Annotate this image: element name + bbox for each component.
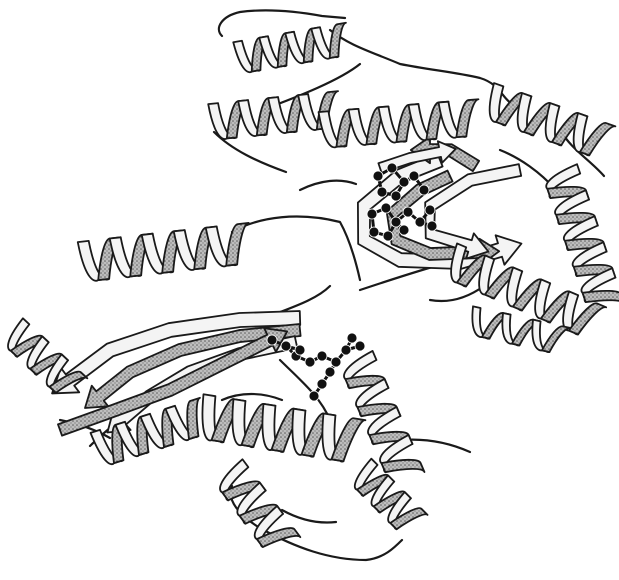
ligand-atom: [355, 341, 365, 351]
alpha-helix: [319, 99, 479, 147]
ligand-atom: [391, 191, 401, 201]
helix-turn-back: [583, 291, 619, 304]
ligand-atom: [387, 163, 397, 173]
ligand-atom: [317, 379, 327, 389]
ligand-atom: [381, 203, 391, 213]
helix-turn-back: [542, 326, 571, 352]
ligand-atom: [347, 333, 357, 343]
ligand-atom: [309, 391, 319, 401]
helix-turn-back: [381, 460, 424, 472]
ligand-atom: [295, 345, 305, 355]
coil-segment: [232, 217, 360, 280]
alpha-helix: [220, 459, 300, 547]
ligand-atom: [427, 221, 437, 231]
ligand-atom: [403, 207, 413, 217]
helix-turn-back: [226, 223, 248, 266]
coil-segment: [300, 181, 356, 190]
helix-turn-back: [456, 99, 478, 137]
ligand-atom: [409, 171, 419, 181]
ligand-atom: [317, 351, 327, 361]
alpha-helix: [344, 351, 424, 472]
coil-segment: [282, 510, 336, 523]
alpha-helix: [490, 83, 616, 155]
ligand-atom: [305, 357, 315, 367]
ligand-atom: [377, 187, 387, 197]
ligand-atom: [281, 341, 291, 351]
ligand-atom: [399, 225, 409, 235]
alpha-helix: [546, 164, 619, 303]
alpha-helix: [202, 394, 365, 461]
ligand-atom: [331, 357, 341, 367]
coil-segment: [219, 10, 345, 36]
ligand-atom: [391, 217, 401, 227]
ligand-atom: [325, 367, 335, 377]
ligand-atom: [373, 171, 383, 181]
beta-sheets: [52, 137, 521, 436]
helix-turn-back: [332, 418, 366, 461]
alpha-helices: [8, 23, 619, 547]
alpha-helix: [78, 223, 249, 281]
ligand-atom: [267, 335, 277, 345]
helix-turn-back: [187, 398, 200, 439]
ligand-atom: [425, 205, 435, 215]
ligand-atom: [419, 185, 429, 195]
ligand-atom: [367, 209, 377, 219]
alpha-helix: [8, 318, 87, 392]
ligand-atom: [399, 177, 409, 187]
ligand-atom: [383, 231, 393, 241]
ligand-atom: [369, 227, 379, 237]
ligand-atom: [341, 345, 351, 355]
ligand-atom: [415, 217, 425, 227]
coil-segment: [430, 286, 484, 301]
